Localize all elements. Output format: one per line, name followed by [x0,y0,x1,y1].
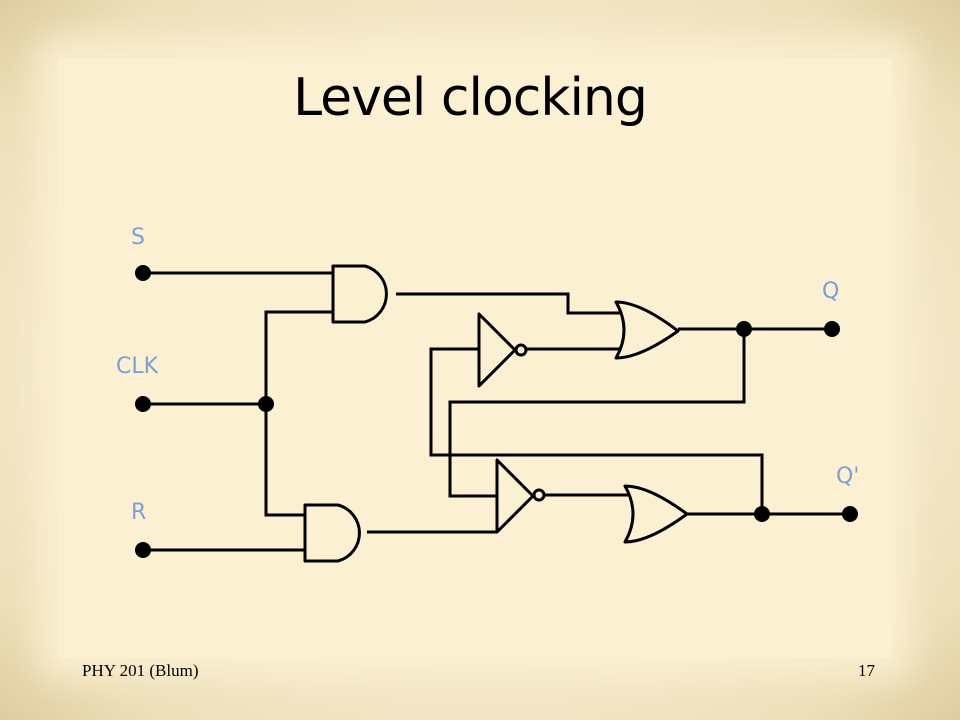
not-gate-bottom [495,458,535,534]
wire-qnot-feedback [429,347,764,514]
output-label-q-not: Q' [836,464,859,489]
input-label-s: S [131,225,145,250]
input-label-r: R [131,500,146,525]
terminal-q-not [842,506,858,522]
slide-panel [58,58,892,658]
wire-q-feedback [448,329,746,498]
wire-and1-to-or1 [396,292,620,315]
junction-clk [258,396,274,412]
or-gate-bottom [623,484,689,544]
junction-q-not [754,506,770,522]
and-gate-r [303,503,361,563]
terminal-r [135,542,151,558]
slide-title: Level clocking [293,68,648,128]
output-label-q: Q [822,279,839,304]
footer-course: PHY 201 (Blum) [82,661,199,680]
and-gate-s [331,264,388,324]
not-gate-top-bubble [514,343,528,357]
or-gate-top [614,300,680,360]
terminal-q [824,321,840,337]
wire-clk-bus [264,310,333,517]
terminal-clk [135,396,151,412]
not-gate-top [477,312,517,388]
not-gate-bottom-bubble [532,488,546,502]
input-label-clk: CLK [116,354,159,379]
junction-q [736,321,752,337]
terminal-s [135,265,151,281]
page-number: 17 [858,661,875,680]
